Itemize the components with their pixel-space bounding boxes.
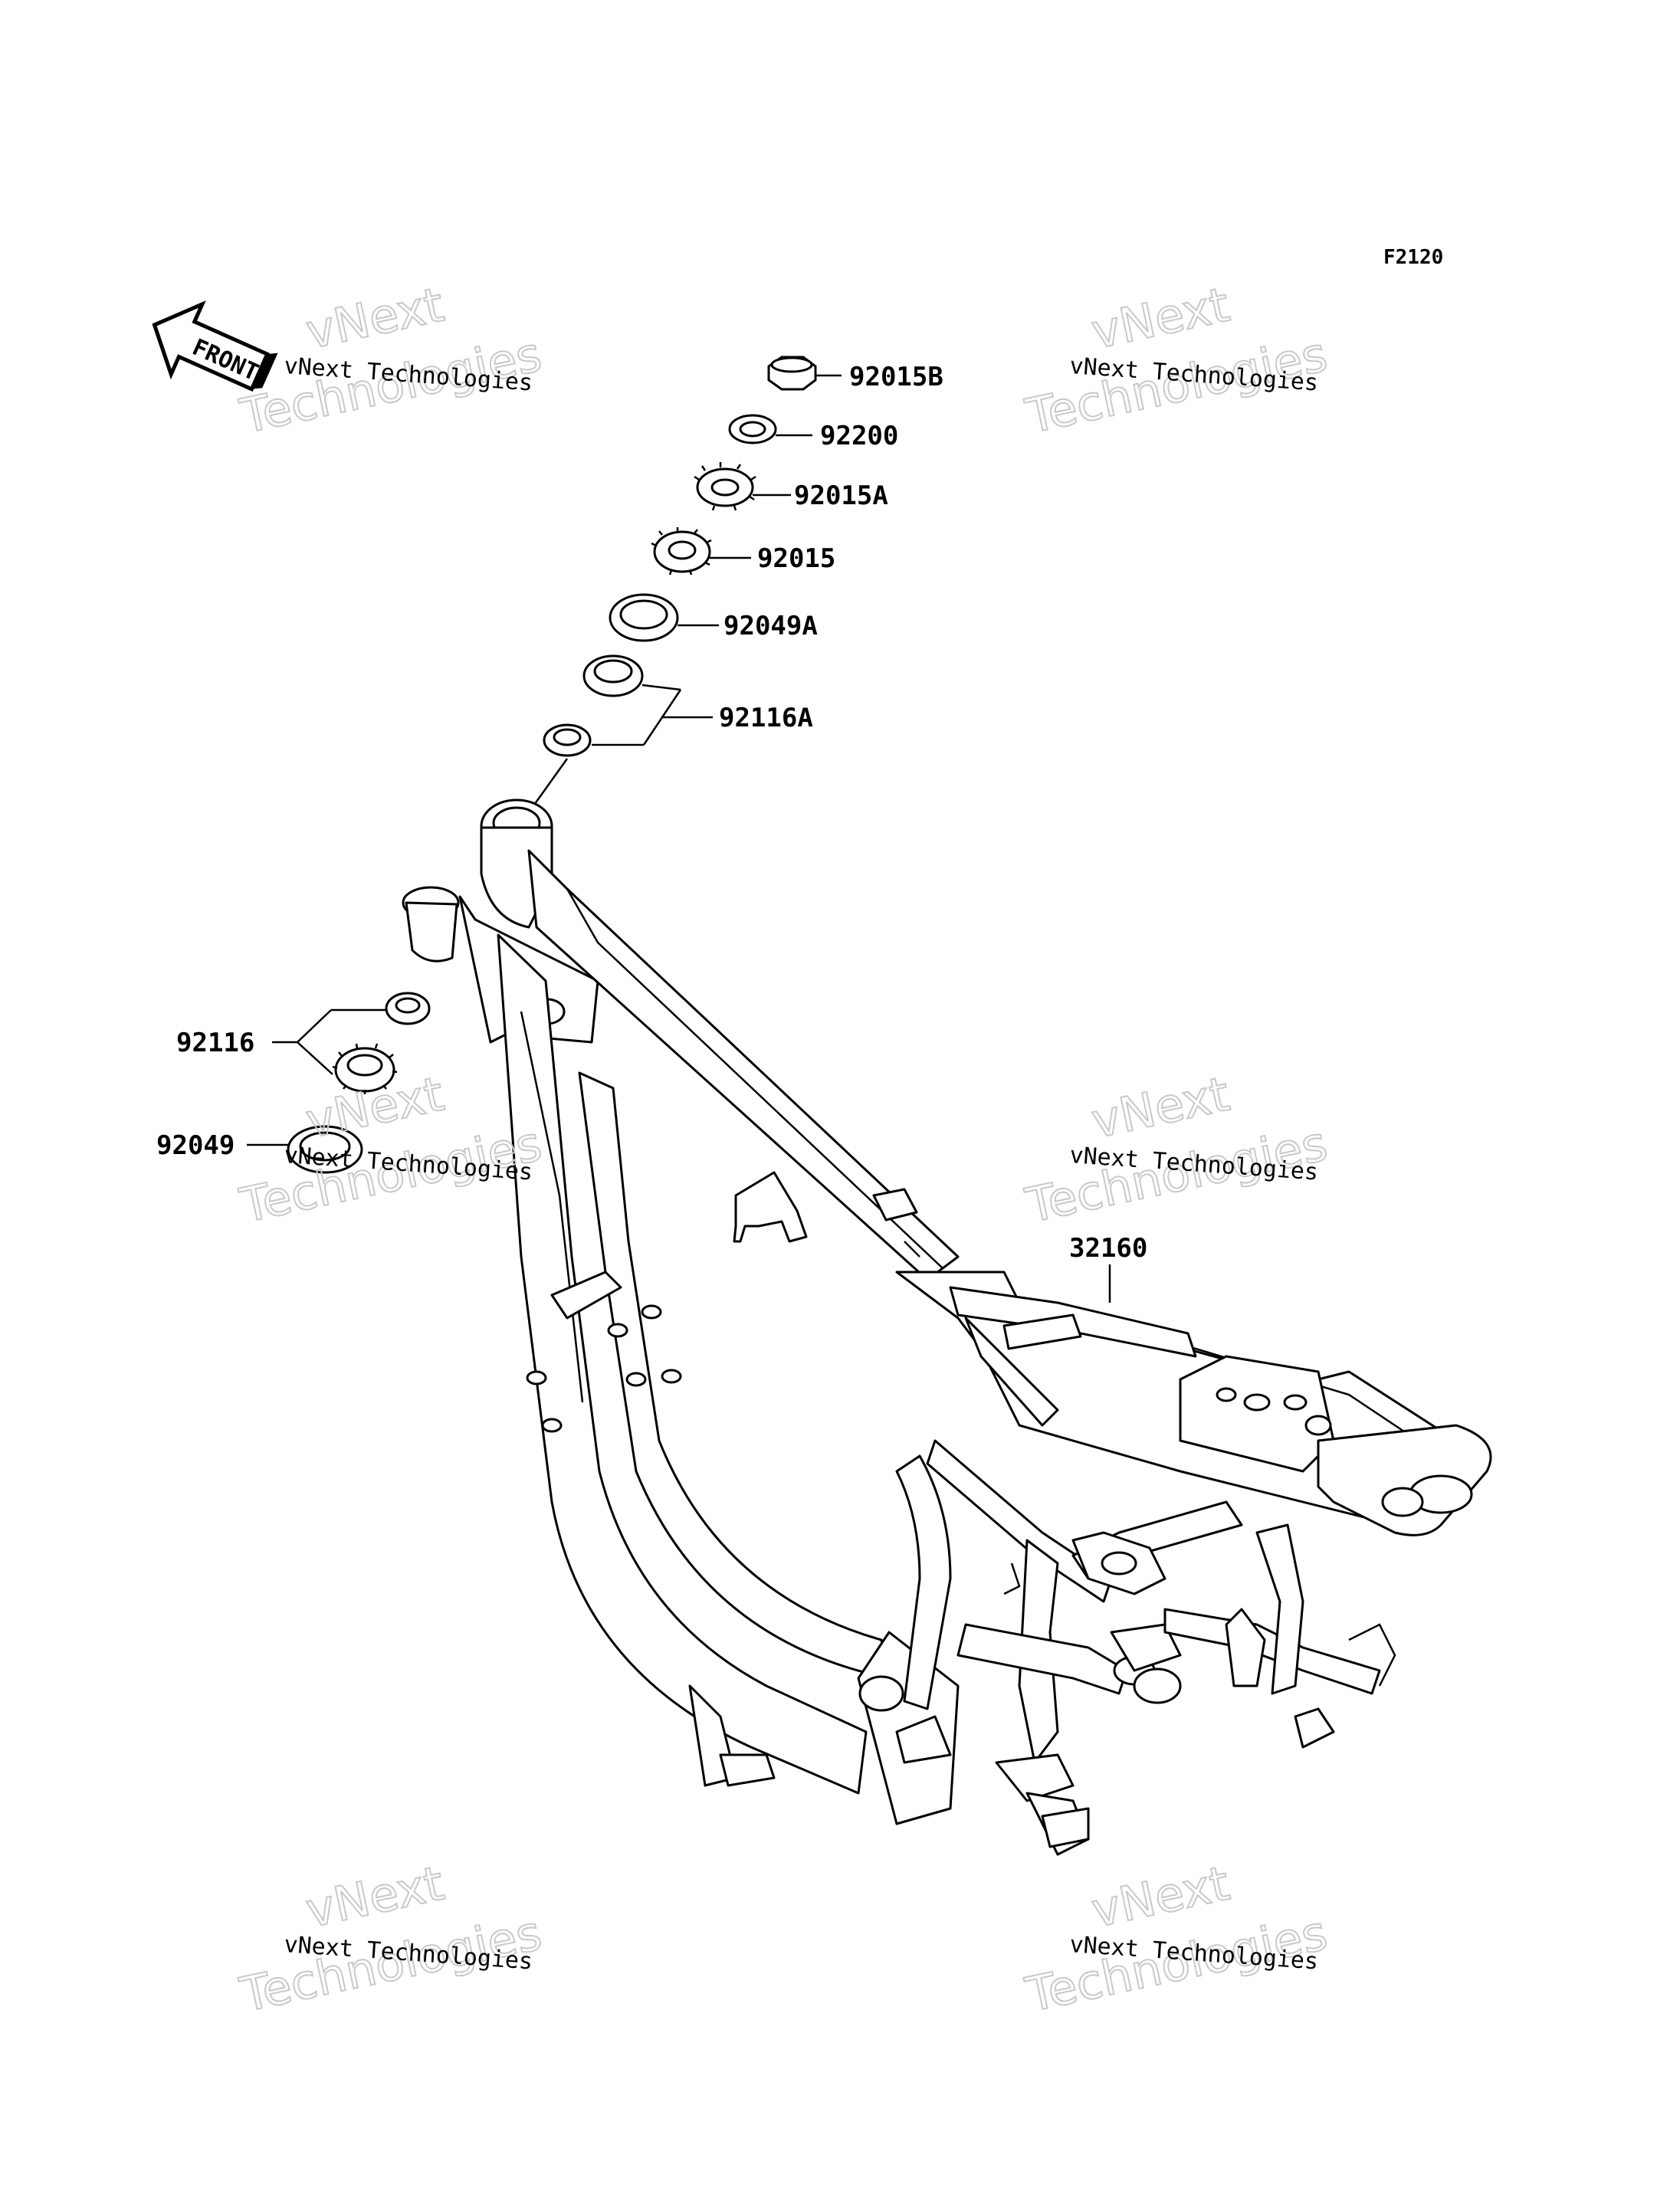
label-32160: 32160 — [1069, 1233, 1147, 1264]
part-92200-washer — [728, 414, 812, 444]
watermark-3: vNext Technologies vNext Technologies — [235, 1065, 547, 1235]
part-92015-nut — [651, 527, 751, 575]
part-92015A-locknut — [694, 462, 791, 511]
svg-text:vNext: vNext — [301, 1855, 448, 1939]
watermark-2: vNext Technologies vNext Technologies — [1020, 276, 1333, 445]
watermark-5: vNext Technologies vNext Technologies — [235, 1854, 547, 2024]
svg-text:vNext: vNext — [1087, 277, 1234, 360]
svg-text:vNext: vNext — [1087, 1855, 1234, 1939]
part-92049-seal — [247, 1125, 363, 1174]
part-92116-bearing — [272, 992, 431, 1094]
label-92015A: 92015A — [794, 480, 888, 511]
watermark-1: vNext Technologies vNext Technologies — [235, 276, 547, 445]
label-92049: 92049 — [156, 1130, 235, 1161]
figure-code: F2120 — [1383, 246, 1443, 269]
label-92015B: 92015B — [849, 362, 943, 392]
watermark-6: vNext Technologies vNext Technologies — [1020, 1854, 1333, 2024]
label-92116A: 92116A — [719, 703, 813, 733]
label-92200: 92200 — [820, 421, 898, 451]
svg-text:vNext: vNext — [301, 1066, 448, 1149]
svg-text:vNext: vNext — [1087, 1066, 1234, 1149]
label-92116: 92116 — [176, 1028, 254, 1058]
part-92049A-seal — [609, 593, 719, 642]
label-92015: 92015 — [757, 543, 835, 574]
label-92049A: 92049A — [724, 611, 818, 641]
frame-32160 — [402, 798, 1492, 1856]
part-92116A-bearing — [527, 654, 713, 813]
watermark-4: vNext Technologies vNext Technologies — [1020, 1065, 1333, 1235]
svg-text:vNext: vNext — [301, 277, 448, 360]
part-92015B-nut — [767, 356, 842, 391]
